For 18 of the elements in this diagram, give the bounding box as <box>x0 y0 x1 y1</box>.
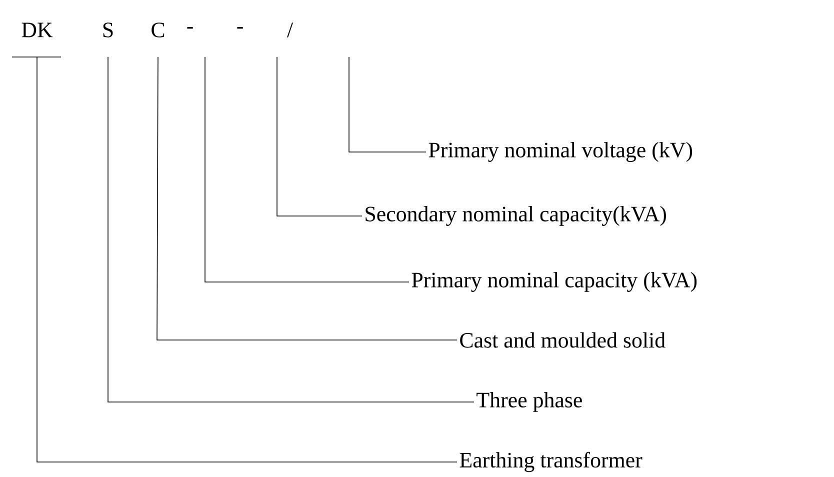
code-letter: DK <box>22 22 53 38</box>
leader-line <box>348 56 426 152</box>
leader-line <box>204 56 410 282</box>
description-text: Cast and moulded solid <box>460 332 666 348</box>
description-text: Secondary nominal capacity(kVA) <box>366 206 666 226</box>
leader-line <box>276 56 362 216</box>
description-text: Three phase <box>476 392 582 412</box>
code-symbol: - <box>237 27 243 29</box>
leader-line <box>108 56 474 402</box>
leader-line <box>36 56 458 462</box>
code-letter: C <box>152 22 164 38</box>
description-text: Earthing transformer <box>460 452 642 472</box>
code-symbol: / <box>286 22 294 38</box>
leader-line <box>156 56 458 340</box>
description-text: Primary nominal voltage (kV) <box>428 142 692 162</box>
code-symbol: - <box>187 27 193 29</box>
description-text: Primary nominal capacity (kVA) <box>412 272 697 292</box>
code-letter: S <box>103 22 113 38</box>
